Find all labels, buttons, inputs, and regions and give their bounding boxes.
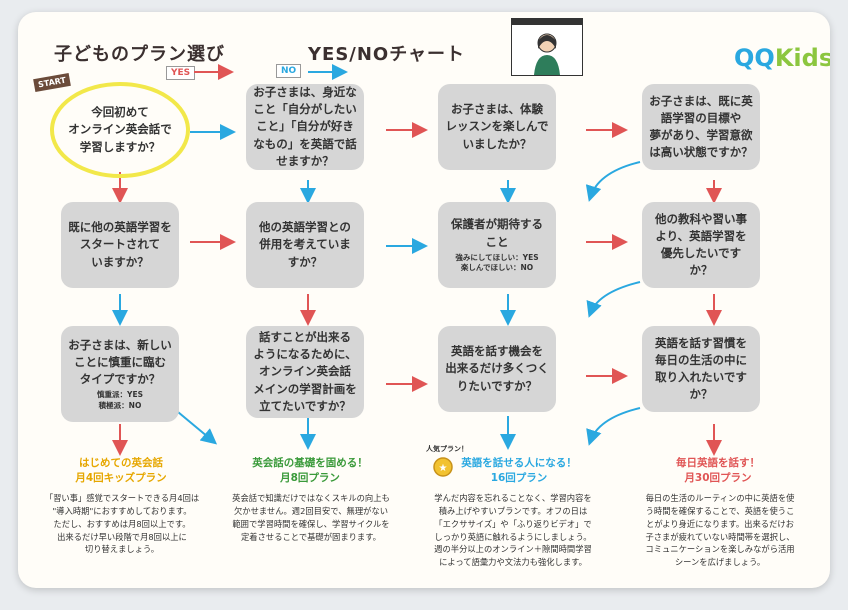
brand-logo: QQKids (734, 44, 830, 72)
plan-count: 月4回キッズプラン (75, 471, 167, 484)
legend-no: NO (276, 64, 302, 78)
plan-name: 英語を話せる人になる！ (461, 457, 577, 469)
question-node-11: 英語を話す機会を 出来るだけ多くつく りたいですか？ (438, 326, 556, 412)
plan-count: 月30回プラン (684, 471, 752, 484)
plan-1: はじめての英会話 月4回キッズプラン (56, 456, 186, 485)
question-node-12: 英語を話す習慣を 毎日の生活の中に 取り入れたいですか？ (642, 326, 760, 412)
plan-count: 16回プラン (490, 471, 548, 484)
question-text: お子さまは、既に英 語学習の目標や 夢があり、学習意欲 は高い状態ですか？ (649, 93, 753, 160)
plan-3: 英語を話せる人になる！ 16回プラン (454, 456, 584, 485)
svg-text:★: ★ (439, 463, 448, 474)
question-node-2: お子さまは、身近な こと「自分がしたい こと」「自分が好き なもの」を英語で話 … (246, 84, 364, 170)
question-text: お子さまは、身近な こと「自分がしたい こと」「自分が好き なもの」を英語で話 … (253, 84, 357, 168)
question-text: 英語を話す機会を 出来るだけ多くつく りたいですか？ (445, 344, 549, 393)
popular-label: 人気プラン！ (426, 445, 468, 453)
question-node-5: 既に他の英語学習を スタートされて いますか？ (61, 202, 179, 288)
question-node-9: お子さまは、新しい ことに慎重に臨む タイプですか？ 慎重派：YES 積極派：N… (61, 326, 179, 422)
plan-3-description: 学んだ内容を忘れることなく、学習内容を 積み上げやすいプランです。オフの日は 「… (434, 493, 592, 568)
plan-count: 月8回プラン (280, 471, 340, 484)
plan-4-description: 毎日の生活のルーティンの中に英語を使 う時間を確保することで、英語を使うこ とが… (645, 493, 795, 568)
question-text: 今回初めて オンライン英会話で 学習しますか？ (68, 105, 172, 154)
question-text: お子さまは、体験 レッスンを楽しんで いましたか？ (445, 102, 549, 151)
plan-name: 毎日英語を話す！ (676, 457, 760, 469)
question-text: 話すことが出来る ようになるために、 オンライン英会話 メインの学習計画を 立て… (253, 329, 357, 413)
question-node-1: 今回初めて オンライン英会話で 学習しますか？ (61, 87, 179, 173)
plan-name: はじめての英会話 (79, 457, 163, 469)
flow-arrows (50, 64, 722, 456)
flowchart-card: 子どものプラン選び YES/NOチャート QQKids START YES NO (18, 12, 830, 588)
question-node-3: お子さまは、体験 レッスンを楽しんで いましたか？ (438, 84, 556, 170)
question-text: 英語を話す習慣を 毎日の生活の中に 取り入れたいですか？ (655, 335, 747, 402)
question-text: 既に他の英語学習を スタートされて いますか？ (68, 220, 172, 269)
question-node-10: 話すことが出来る ようになるために、 オンライン英会話 メインの学習計画を 立て… (246, 326, 364, 418)
plan-1-description: 「習い事」感覚でスタートできる月4回は "導入時期"におすすめしております。 た… (44, 493, 200, 555)
logo-kids: Kids (774, 44, 830, 72)
question-subtext: 強みにしてほしい：YES 楽しんでほしい：NO (455, 252, 539, 273)
question-subtext: 慎重派：YES 積極派：NO (97, 390, 143, 410)
medal-icon: ★ (433, 457, 453, 477)
question-text: 他の教科や習い事 より、英語学習を 優先したいです か？ (655, 211, 747, 278)
plan-2: 英会話の基礎を固める！ 月8回プラン (230, 456, 390, 485)
avatar (511, 18, 583, 76)
question-node-4: お子さまは、既に英 語学習の目標や 夢があり、学習意欲 は高い状態ですか？ (642, 84, 760, 170)
question-text: 他の英語学習との 併用を考えていま すか？ (259, 220, 351, 269)
question-text: お子さまは、新しい ことに慎重に臨む タイプですか？ (68, 337, 172, 387)
logo-qq: QQ (734, 44, 775, 72)
question-node-8: 他の教科や習い事 より、英語学習を 優先したいです か？ (642, 202, 760, 288)
plan-4: 毎日英語を話す！ 月30回プラン (658, 456, 778, 485)
chart-title: YES/NOチャート (308, 44, 466, 65)
plan-name: 英会話の基礎を固める！ (252, 457, 368, 469)
question-node-7: 保護者が期待する こと 強みにしてほしい：YES 楽しんでほしい：NO (438, 202, 556, 288)
page-title: 子どものプラン選び (54, 44, 225, 65)
question-text: 保護者が期待する こと (451, 217, 543, 249)
question-node-6: 他の英語学習との 併用を考えていま すか？ (246, 202, 364, 288)
plan-2-description: 英会話で知識だけではなくスキルの向上も 欠かせません。週2回目安で、無理がない … (232, 493, 390, 542)
